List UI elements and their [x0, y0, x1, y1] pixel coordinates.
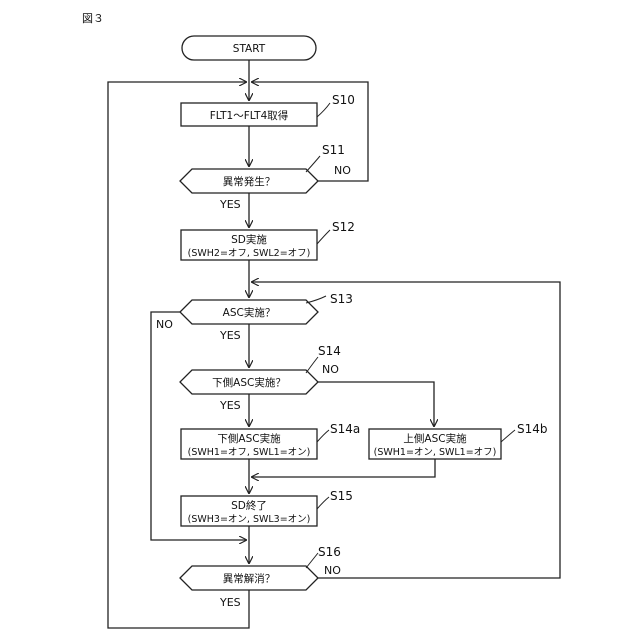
s12-leader — [317, 230, 330, 244]
s14b-line2: (SWH1=オン, SWL1=オフ) — [374, 447, 497, 458]
s12-line2: (SWH2=オフ, SWL2=オフ) — [188, 248, 311, 259]
s15-line1: SD終了 — [231, 499, 267, 512]
s14a-line1: 下側ASC実施 — [217, 432, 281, 445]
s10-leader — [317, 103, 330, 117]
s14-step-id: S14 — [318, 344, 341, 358]
s14a-line2: (SWH1=オフ, SWL1=オン) — [188, 447, 311, 458]
s13-yes-label: YES — [219, 329, 241, 342]
s10-text: FLT1～FLT4取得 — [210, 110, 289, 122]
s11-text: 異常発生？ — [223, 175, 276, 188]
connector-s14b-merge — [252, 459, 435, 477]
s11-step-id: S11 — [322, 143, 345, 157]
s15-leader — [317, 497, 329, 509]
s14b-step-id: S14b — [517, 422, 548, 436]
s15-step-id: S15 — [330, 489, 353, 503]
s14a-leader — [317, 430, 329, 442]
s16-text: 異常解消？ — [223, 572, 276, 585]
s10-step-id: S10 — [332, 93, 355, 107]
s15-line2: (SWH3=オン, SWL3=オン) — [188, 514, 311, 525]
s16-no-label: NO — [324, 564, 341, 577]
s14b-leader — [501, 430, 515, 442]
figure-label: 図３ — [82, 12, 104, 25]
connector-s16-yes-loop — [108, 82, 249, 628]
s14-leader — [306, 357, 318, 373]
s14a-step-id: S14a — [330, 422, 360, 436]
connector-s14-s14b — [318, 382, 434, 426]
s14-text: 下側ASC実施？ — [212, 376, 286, 389]
s13-text: ASC実施？ — [223, 306, 276, 319]
s12-line1: SD実施 — [231, 233, 267, 246]
s14-no-label: NO — [322, 363, 339, 376]
s14b-line1: 上側ASC実施 — [403, 432, 467, 445]
s11-no-label: NO — [334, 164, 351, 177]
s13-step-id: S13 — [330, 292, 353, 306]
start-label: START — [233, 43, 266, 55]
s11-leader — [306, 156, 320, 172]
s14-yes-label: YES — [219, 399, 241, 412]
s16-yes-label: YES — [219, 596, 241, 609]
s13-leader — [306, 296, 326, 303]
s16-leader — [306, 553, 318, 568]
s13-no-label: NO — [156, 318, 173, 331]
s11-yes-label: YES — [219, 198, 241, 211]
s16-step-id: S16 — [318, 545, 341, 559]
s12-step-id: S12 — [332, 220, 355, 234]
